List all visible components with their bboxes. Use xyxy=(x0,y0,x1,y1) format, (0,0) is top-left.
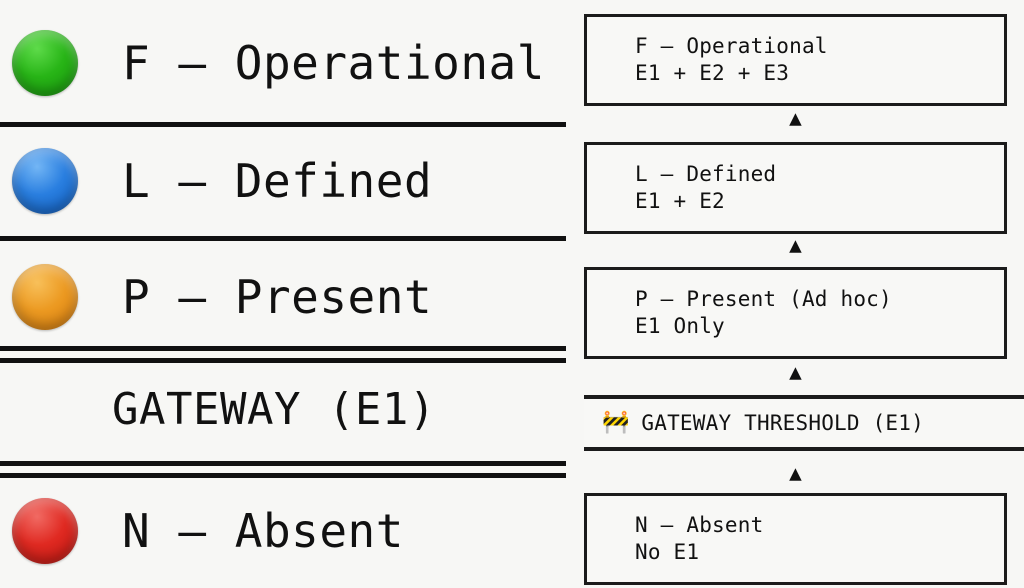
flow-arrow-up-icon-3: ▲ xyxy=(789,360,802,384)
flow-arrow-up-icon-2: ▲ xyxy=(789,233,802,257)
flow-node-present-title: P — Present (Ad hoc) xyxy=(635,287,892,311)
legend-label-present: P — Present xyxy=(122,270,433,324)
legend-label-defined: L — Defined xyxy=(122,154,433,208)
legend-row-defined[interactable]: L — Defined xyxy=(0,148,568,214)
legend-label-absent: N — Absent xyxy=(122,504,404,558)
flow-arrow-up-icon-4: ▲ xyxy=(789,461,802,485)
green-status-circle-icon xyxy=(12,30,78,96)
legend-divider-2 xyxy=(0,236,566,241)
construction-barrier-icon: 🚧 xyxy=(602,410,630,435)
flow-node-operational-detail: E1 + E2 + E3 xyxy=(635,61,790,85)
legend-divider-4 xyxy=(0,461,566,478)
flow-node-operational-title: F — Operational xyxy=(635,34,828,58)
legend-row-absent[interactable]: N — Absent xyxy=(0,498,568,564)
flow-node-absent[interactable]: N — Absent No E1 xyxy=(584,493,1007,585)
flow-node-present-detail: E1 Only xyxy=(635,314,725,338)
gateway-threshold-bar: 🚧 GATEWAY THRESHOLD (E1) xyxy=(584,395,1024,451)
legend-divider-3 xyxy=(0,346,566,363)
legend-label-operational: F — Operational xyxy=(122,36,545,90)
gateway-threshold-label: GATEWAY THRESHOLD (E1) xyxy=(641,411,924,435)
legend-row-gateway: GATEWAY (E1) xyxy=(0,388,568,432)
flow-arrow-up-icon-1: ▲ xyxy=(789,106,802,130)
flow-node-operational[interactable]: F — Operational E1 + E2 + E3 xyxy=(584,14,1007,106)
flow-node-defined-detail: E1 + E2 xyxy=(635,189,725,213)
red-status-circle-icon xyxy=(12,498,78,564)
flow-node-absent-title: N — Absent xyxy=(635,513,764,537)
legend-label-gateway: GATEWAY (E1) xyxy=(112,384,436,435)
blue-status-circle-icon xyxy=(12,148,78,214)
flow-node-defined-title: L — Defined xyxy=(635,162,777,186)
orange-status-circle-icon xyxy=(12,264,78,330)
legend-divider-1 xyxy=(0,122,566,127)
legend-row-present[interactable]: P — Present xyxy=(0,264,568,330)
flow-node-defined[interactable]: L — Defined E1 + E2 xyxy=(584,142,1007,234)
legend-row-operational[interactable]: F — Operational xyxy=(0,30,568,96)
progression-flow-column: F — Operational E1 + E2 + E3 ▲ L — Defin… xyxy=(584,0,1024,588)
flow-node-present[interactable]: P — Present (Ad hoc) E1 Only xyxy=(584,267,1007,359)
status-legend-column: F — Operational L — Defined P — Present … xyxy=(0,30,568,564)
flow-node-absent-detail: No E1 xyxy=(635,540,700,564)
